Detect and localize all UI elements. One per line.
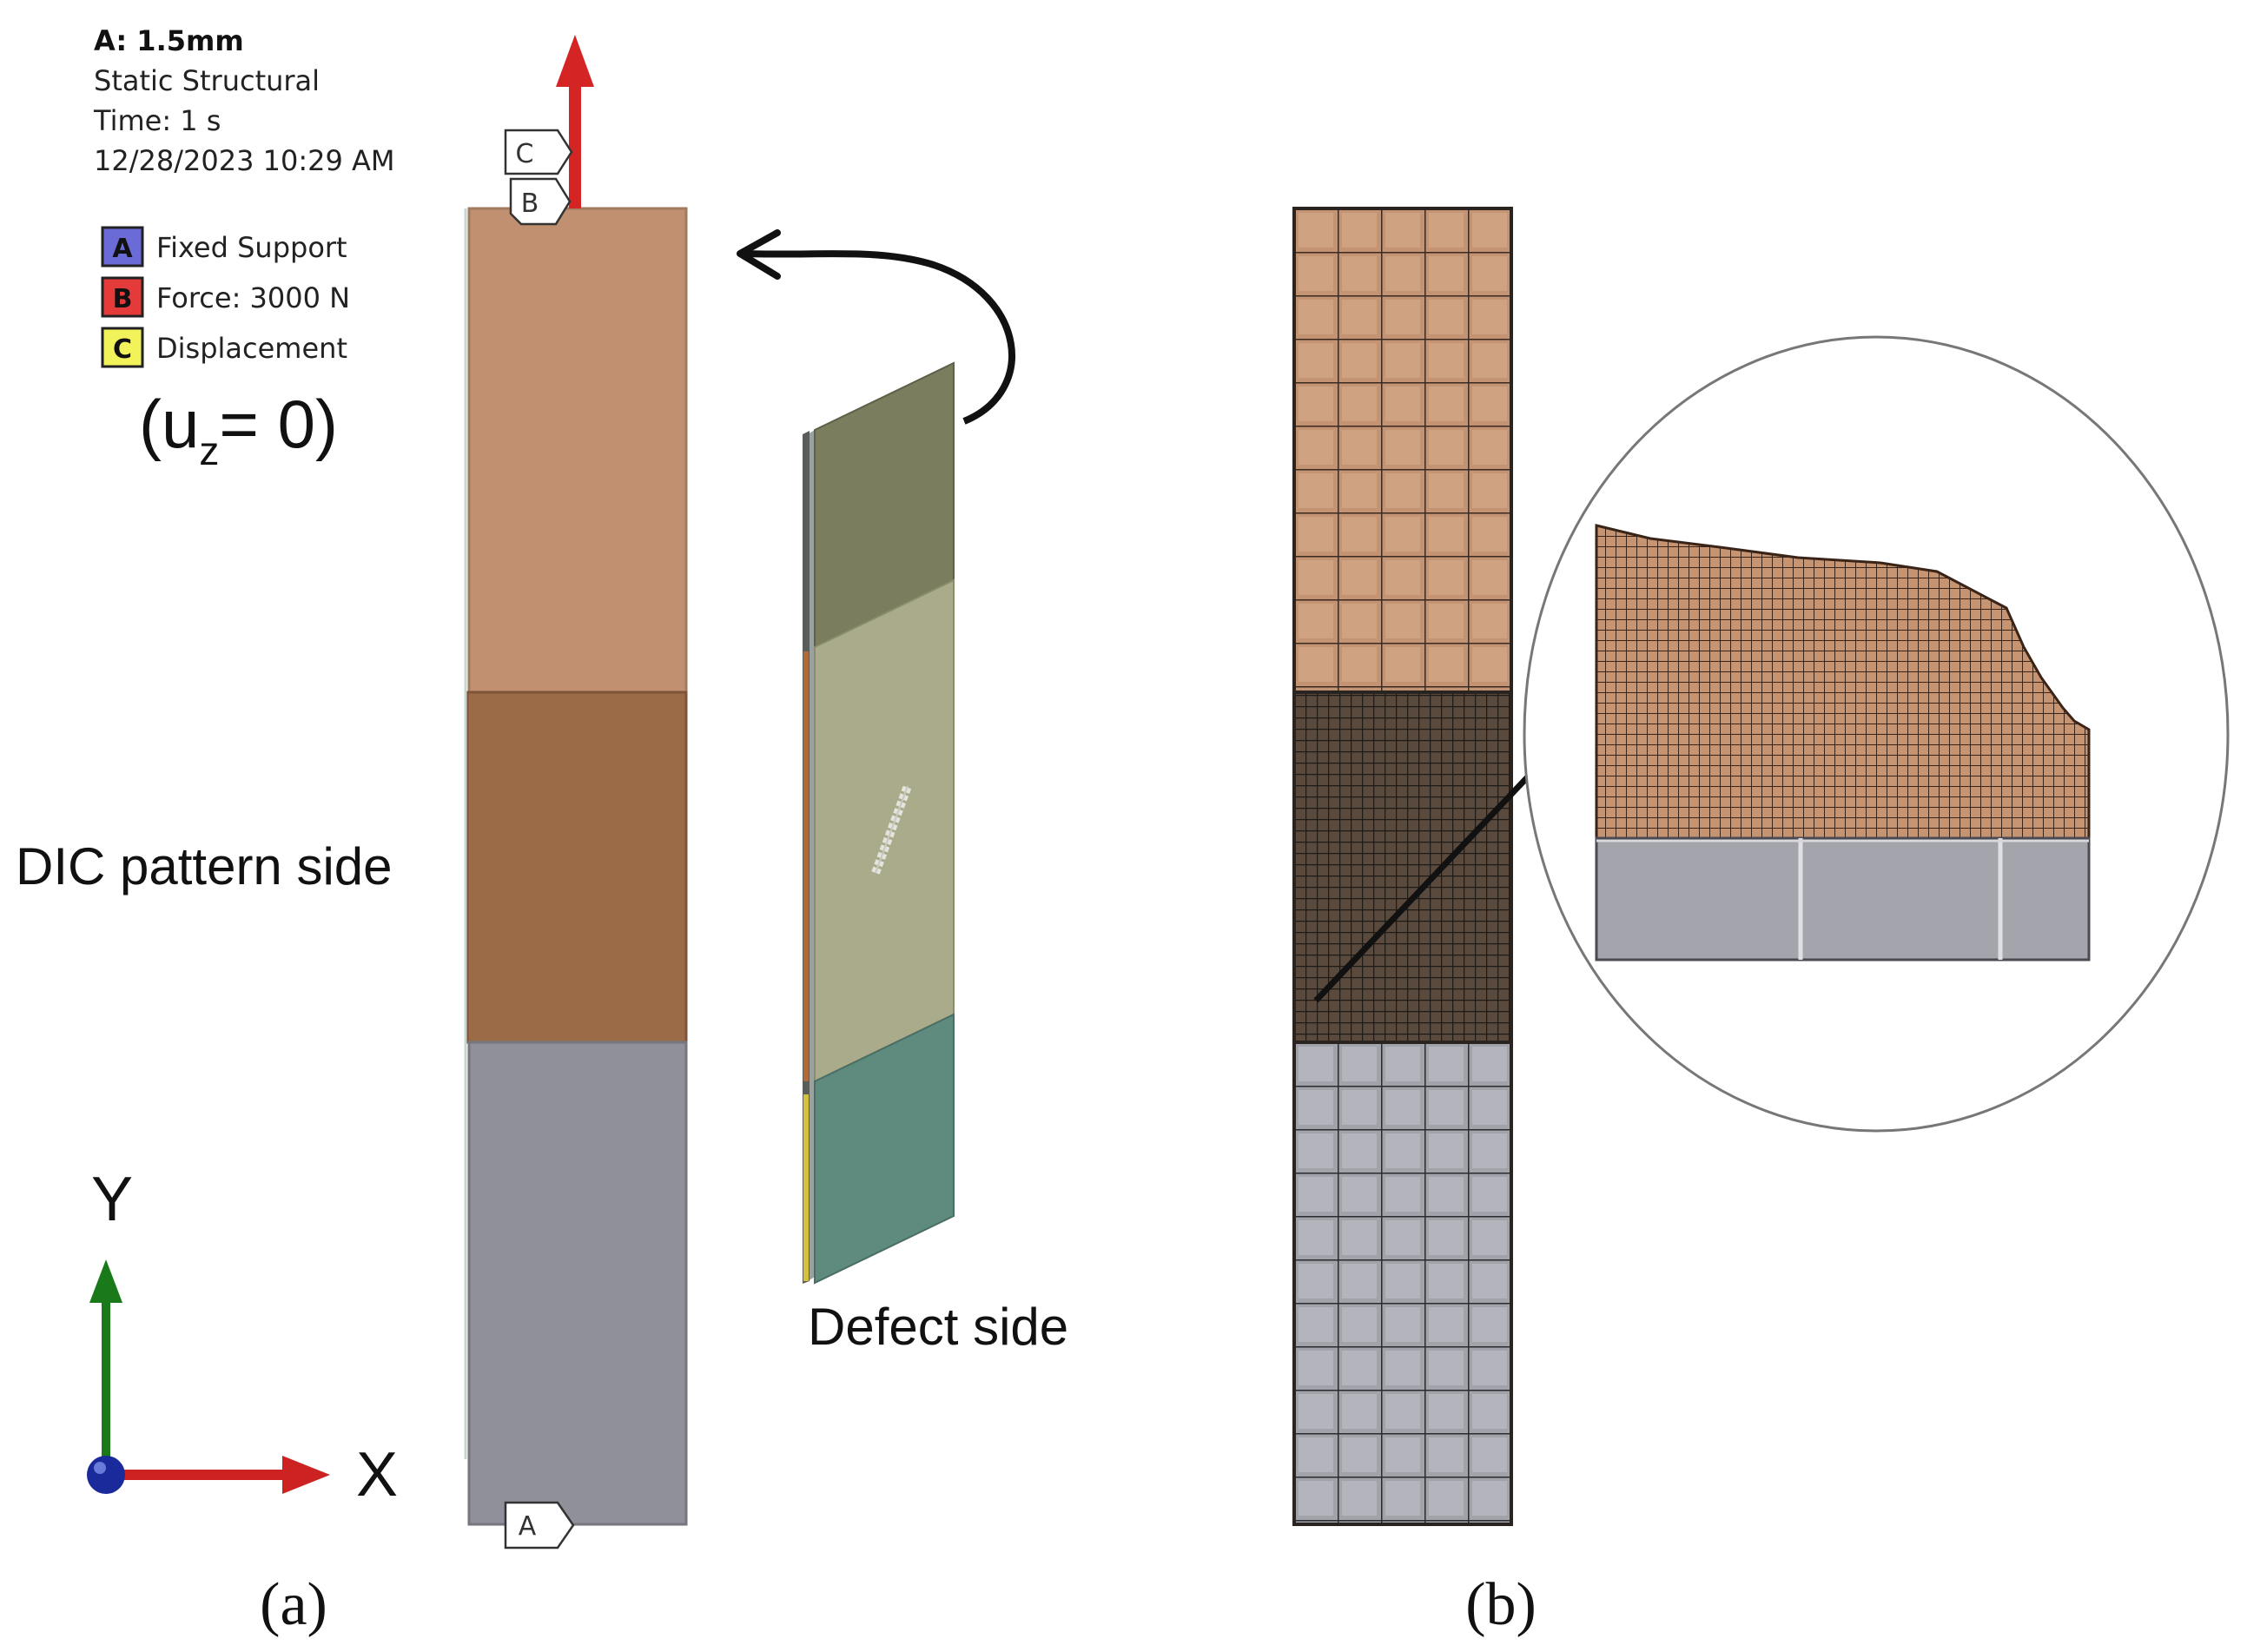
force-arrow xyxy=(556,35,594,208)
marker-a-label: A xyxy=(519,1511,537,1542)
marker-b: B xyxy=(509,177,572,226)
zoom-detail xyxy=(1523,335,2230,1133)
panel-label-a: (a) xyxy=(260,1571,327,1638)
axis-x-label: X xyxy=(356,1440,398,1510)
legend-label-c: Displacement xyxy=(156,332,347,365)
axis-x-shaft xyxy=(106,1470,288,1480)
legend-swatch-a xyxy=(101,226,144,268)
zoom-leader-line xyxy=(1313,769,1536,1003)
specimen-defect-view xyxy=(803,361,955,1285)
legend-item-displacement: C Displacement xyxy=(101,327,347,368)
axis-y-shaft xyxy=(102,1294,110,1481)
axis-y-arrowhead xyxy=(89,1259,122,1303)
panel-label-b: (b) xyxy=(1465,1571,1537,1638)
legend-swatch-c xyxy=(101,327,144,368)
specimen-front xyxy=(464,207,688,1526)
specimen-top-grip xyxy=(467,207,688,694)
analysis-name: A: 1.5mm xyxy=(94,24,244,57)
specimen-gauge-section xyxy=(466,691,688,1044)
legend-tag-c: C xyxy=(113,334,132,365)
zoom-fine-mesh xyxy=(1595,524,2091,840)
analysis-timestamp: 12/28/2023 10:29 AM xyxy=(94,144,395,177)
specimen-bottom-grip xyxy=(467,1041,688,1526)
analysis-type: Static Structural xyxy=(94,64,320,97)
mesh-top-grip xyxy=(1294,208,1511,692)
mesh-specimen xyxy=(1292,207,1513,1526)
analysis-info: A: 1.5mm Static Structural Time: 1 s 12/… xyxy=(93,24,395,177)
legend-item-force: B Force: 3000 N xyxy=(101,276,350,318)
marker-c: C xyxy=(504,129,573,175)
legend: A Fixed Support B Force: 3000 N C Displa… xyxy=(101,226,350,473)
mesh-bottom-grip xyxy=(1294,1042,1511,1524)
axis-y-label: Y xyxy=(91,1165,133,1234)
dic-pattern-label: DIC pattern side xyxy=(16,837,393,895)
axis-x-arrowhead xyxy=(282,1456,330,1494)
legend-tag-b: B xyxy=(113,284,133,314)
legend-label-a: Fixed Support xyxy=(156,231,347,264)
legend-swatch-b xyxy=(101,276,144,318)
axis-triad: Y X xyxy=(87,1165,398,1510)
constraint-label: (uz= 0) xyxy=(139,386,338,473)
rotate-arrow xyxy=(737,229,1015,425)
axis-origin xyxy=(87,1456,125,1494)
marker-a: A xyxy=(504,1501,575,1550)
defect-gauge-section xyxy=(814,578,955,1083)
defect-side-label: Defect side xyxy=(808,1298,1068,1356)
marker-c-label: C xyxy=(516,139,534,169)
defect-bottom-grip xyxy=(814,1013,955,1285)
legend-label-b: Force: 3000 N xyxy=(156,281,350,314)
analysis-time: Time: 1 s xyxy=(93,104,221,137)
legend-tag-a: A xyxy=(112,234,133,264)
marker-b-label: B xyxy=(521,188,539,219)
zoom-coarse-row xyxy=(1595,836,2091,961)
legend-item-fixed-support: A Fixed Support xyxy=(101,226,347,268)
